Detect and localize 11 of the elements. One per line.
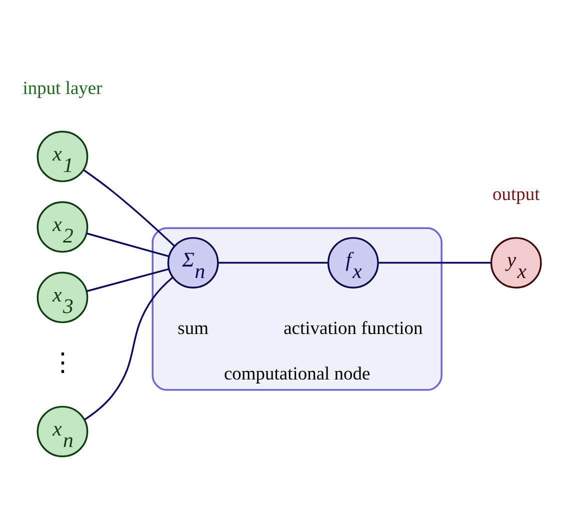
node-label: sum xyxy=(178,318,208,338)
connector xyxy=(83,168,175,246)
connector xyxy=(218,261,328,264)
node-label: output xyxy=(492,184,540,204)
label: ⋮ xyxy=(50,348,75,376)
connector xyxy=(378,261,492,264)
connector xyxy=(84,276,174,420)
label: input layer xyxy=(22,77,102,98)
connector xyxy=(86,232,169,257)
node-label: activation function xyxy=(284,318,423,338)
connector xyxy=(86,268,169,292)
